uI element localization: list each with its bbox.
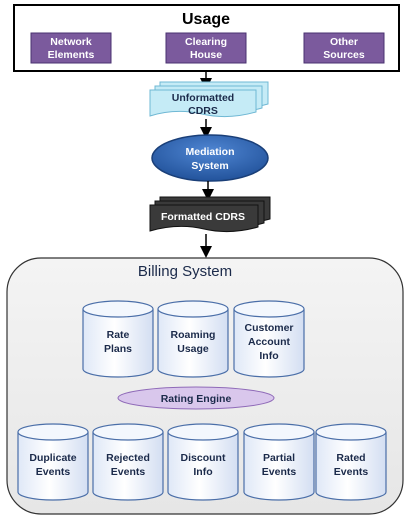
unformatted-label-1: Unformatted (172, 92, 234, 104)
cylinder-body (167, 432, 239, 501)
cylinder-top (92, 423, 164, 441)
usage-source-label: Clearing (185, 36, 227, 48)
usage-source-box (165, 32, 247, 64)
data-store-label: Duplicate (29, 452, 76, 464)
data-store-label: Events (262, 466, 297, 478)
mediation-label-1: Mediation (186, 146, 235, 158)
data-store-label: Partial (263, 452, 295, 464)
usage-source-box (303, 32, 385, 64)
rating-engine-node (117, 386, 275, 410)
data-store-label: Customer (244, 322, 293, 334)
cylinder-top (167, 423, 239, 441)
billing-title: Billing System (138, 263, 232, 280)
formatted-label: Formatted CDRS (161, 211, 245, 223)
data-store-label: Info (193, 466, 212, 478)
data-store-label: Account (248, 336, 291, 348)
cylinder-body (92, 432, 164, 501)
data-store-label: Rate (107, 329, 130, 341)
data-store-label: Plans (104, 343, 132, 355)
cylinder-top (243, 423, 315, 441)
cylinder-top (315, 423, 387, 441)
cylinder-body (157, 309, 229, 378)
cylinder-body (243, 432, 315, 501)
data-store-label: Roaming (171, 329, 216, 341)
mediation-system-node (151, 134, 269, 182)
usage-source-label: Network (50, 36, 92, 48)
unformatted-label-2: CDRS (188, 105, 218, 117)
cylinder-body (315, 432, 387, 501)
data-store-label: Events (334, 466, 369, 478)
rating-engine-label: Rating Engine (161, 393, 232, 405)
usage-source-label: Other (330, 36, 358, 48)
cylinder-top (157, 300, 229, 318)
data-store-label: Usage (177, 343, 209, 355)
unformatted-cdrs-stack (149, 81, 269, 118)
cylinder-body (82, 309, 154, 378)
data-store-label: Rated (336, 452, 365, 464)
data-store-label: Rejected (106, 452, 150, 464)
formatted-cdrs-stack (149, 196, 271, 233)
cylinder-body (233, 309, 305, 378)
usage-source-label: Sources (323, 49, 365, 61)
cylinder-top (82, 300, 154, 318)
mediation-label-2: System (191, 160, 228, 172)
data-store-label: Discount (181, 452, 226, 464)
data-store-label: Events (111, 466, 146, 478)
usage-source-label: Elements (48, 49, 95, 61)
data-store-label: Events (36, 466, 71, 478)
cylinder-top (17, 423, 89, 441)
data-store-label: Info (259, 350, 278, 362)
usage-title: Usage (182, 11, 230, 28)
cylinder-body (17, 432, 89, 501)
usage-source-box (30, 32, 112, 64)
cylinder-top (233, 300, 305, 318)
usage-source-label: House (190, 49, 222, 61)
